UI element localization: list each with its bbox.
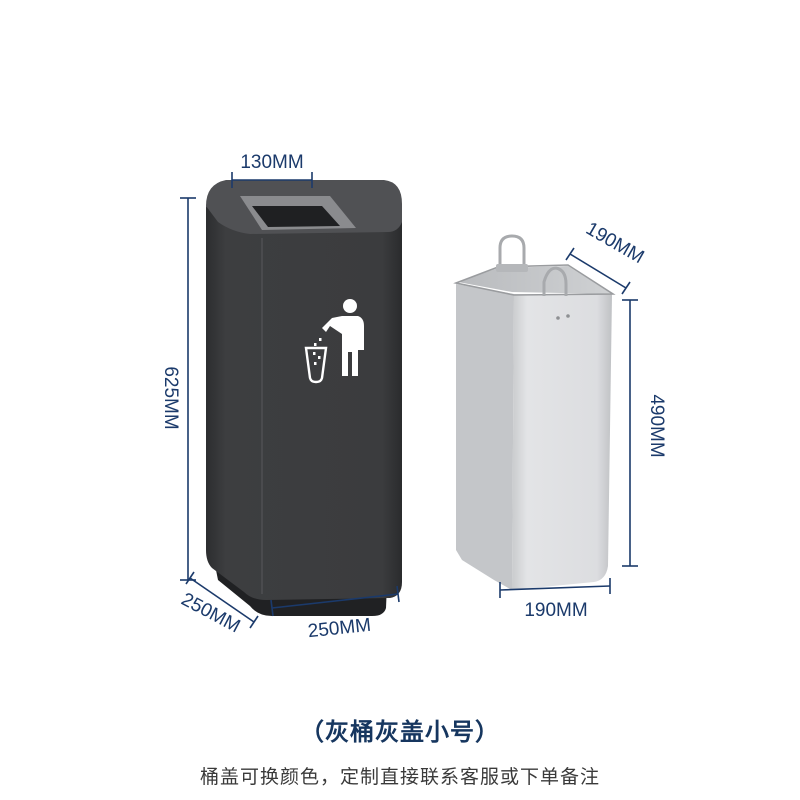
dim-inner-height-label: 490MM — [646, 394, 667, 457]
product-title: （灰桶灰盖小号） — [300, 718, 500, 746]
person-throwing-trash-icon — [304, 299, 364, 384]
outer-bin — [206, 180, 402, 616]
dim-outer-opening: 130MM — [231, 152, 313, 188]
product-subtitle: 桶盖可换颜色，定制直接联系客服或下单备注 — [199, 766, 600, 788]
dim-outer-height-label: 625MM — [160, 366, 181, 429]
inner-bin — [453, 234, 616, 590]
dim-outer-opening-label: 130MM — [240, 152, 303, 173]
inner-bin-handle-right — [542, 266, 568, 296]
dim-outer-width-label: 250MM — [307, 615, 372, 643]
dim-outer-height: 625MM — [160, 197, 196, 581]
dim-outer-depth-label: 250MM — [178, 589, 244, 637]
inner-bin-interior — [458, 266, 612, 294]
dim-inner-width: 190MM — [499, 578, 611, 621]
inner-bin-body — [456, 284, 514, 590]
dim-inner-depth-label: 190MM — [582, 218, 647, 268]
outer-bin-body — [206, 194, 402, 600]
dim-inner-width-label: 190MM — [524, 600, 587, 621]
inner-bin-handle-left — [498, 234, 526, 272]
dim-inner-height: 490MM — [622, 299, 667, 567]
